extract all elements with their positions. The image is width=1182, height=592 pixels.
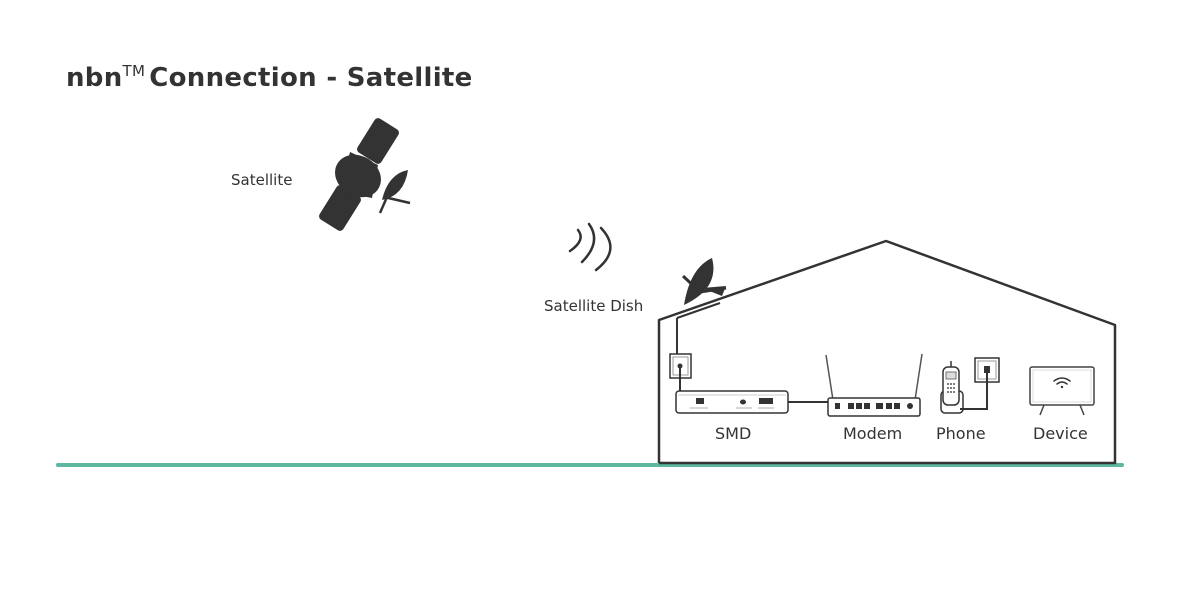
signal-waves-icon	[568, 222, 612, 272]
phone-icon	[940, 361, 964, 414]
smd-icon	[675, 390, 789, 414]
title-trademark: TM	[122, 62, 146, 80]
title-brand: nbn	[66, 63, 123, 93]
title-text: Connection - Satellite	[149, 63, 473, 93]
phone-cable	[960, 373, 988, 410]
wifi-icon	[1053, 377, 1071, 389]
label-satellite-dish: Satellite Dish	[544, 297, 644, 315]
label-satellite: Satellite	[231, 171, 293, 189]
satellite-icon	[319, 118, 411, 231]
label-phone: Phone	[936, 424, 986, 443]
label-device: Device	[1033, 424, 1088, 443]
modem-icon	[825, 353, 923, 417]
house-outline	[657, 239, 1117, 465]
label-smd: SMD	[715, 424, 752, 443]
device-icon	[1029, 366, 1095, 416]
dish-cable	[676, 302, 721, 319]
satellite-dish-icon	[681, 258, 727, 305]
label-modem: Modem	[843, 424, 903, 443]
